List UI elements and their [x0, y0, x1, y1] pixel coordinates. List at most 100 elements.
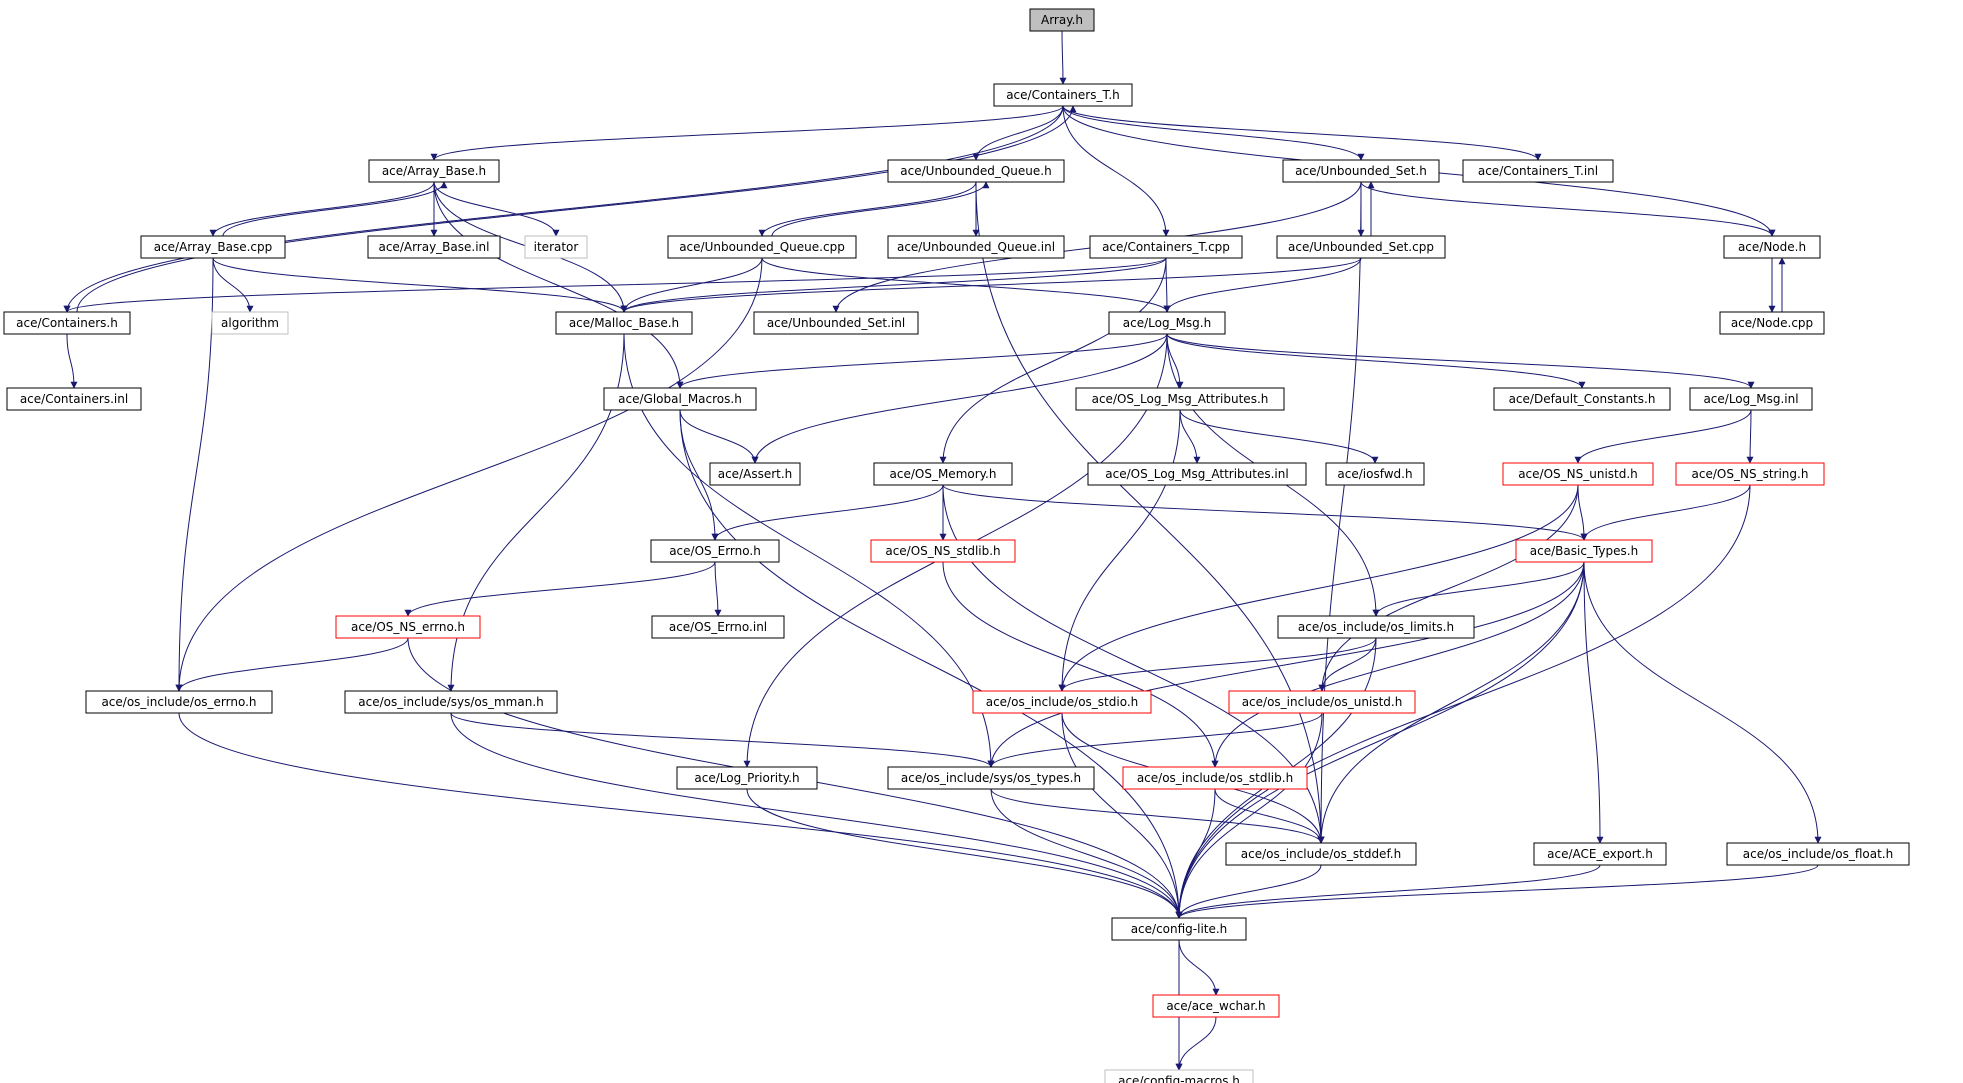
edge-containers_t_cpp-to-containers_h: [63, 257, 1167, 313]
node-containers-t-inl[interactable]: ace/Containers_T.inl: [1462, 159, 1614, 183]
edge-ace_wchar_h-to-config_macros_h: [1175, 1016, 1217, 1071]
node-config-macros-h[interactable]: ace/config-macros.h: [1104, 1069, 1254, 1083]
node-unbounded-set-cpp[interactable]: ace/Unbounded_Set.cpp: [1276, 235, 1446, 259]
node-os-include-os-errno-h[interactable]: ace/os_include/os_errno.h: [85, 690, 273, 714]
node-box: [211, 311, 289, 335]
node-box: [887, 235, 1065, 259]
node-containers-t-h[interactable]: ace/Containers_T.h: [993, 83, 1133, 107]
node-containers-t-cpp[interactable]: ace/Containers_T.cpp: [1089, 235, 1243, 259]
node-config-lite-h[interactable]: ace/config-lite.h: [1111, 917, 1247, 941]
node-label: ace/os_include/os_stdlib.h: [1137, 771, 1293, 785]
node-os-ns-string-h[interactable]: ace/OS_NS_string.h: [1675, 462, 1825, 486]
node-malloc-base-h[interactable]: ace/Malloc_Base.h: [555, 311, 693, 335]
node-unbounded-queue-h[interactable]: ace/Unbounded_Queue.h: [887, 159, 1065, 183]
node-containers-h[interactable]: ace/Containers.h: [3, 311, 131, 335]
node-containers-inl[interactable]: ace/Containers.inl: [6, 387, 142, 411]
node-array-base-cpp[interactable]: ace/Array_Base.cpp: [140, 235, 286, 259]
node-array-base-inl[interactable]: ace/Array_Base.inl: [367, 235, 501, 259]
node-unbounded-set-h[interactable]: ace/Unbounded_Set.h: [1282, 159, 1440, 183]
node-os-include-os-limits-h[interactable]: ace/os_include/os_limits.h: [1277, 615, 1475, 639]
node-label: ace/Unbounded_Set.h: [1295, 164, 1427, 178]
node-os-log-msg-attributes-inl[interactable]: ace/OS_Log_Msg_Attributes.inl: [1087, 462, 1307, 486]
node-box: [1719, 311, 1825, 335]
node-os-memory-h[interactable]: ace/OS_Memory.h: [873, 462, 1013, 486]
node-label: ace/os_include/os_float.h: [1743, 847, 1893, 861]
node-box: [140, 235, 286, 259]
node-os-include-os-stdlib-h[interactable]: ace/os_include/os_stdlib.h: [1122, 766, 1308, 790]
node-label: ace/Array_Base.inl: [378, 240, 489, 254]
node-os-errno-inl[interactable]: ace/OS_Errno.inl: [651, 615, 785, 639]
edge-os_errno_h-to-os_errno_inl: [714, 561, 722, 617]
node-os-include-sys-os-mman-h[interactable]: ace/os_include/sys/os_mman.h: [344, 690, 558, 714]
node-array-h[interactable]: Array.h: [1029, 8, 1095, 32]
node-log-priority-h[interactable]: ace/Log_Priority.h: [676, 766, 818, 790]
node-os-ns-unistd-h[interactable]: ace/OS_NS_unistd.h: [1502, 462, 1654, 486]
node-os-errno-h[interactable]: ace/OS_Errno.h: [650, 539, 780, 563]
node-box: [1689, 387, 1813, 411]
node-iosfwd-h[interactable]: ace/iosfwd.h: [1325, 462, 1425, 486]
node-label: ace/os_include/os_errno.h: [101, 695, 256, 709]
node-label: ace/OS_Log_Msg_Attributes.inl: [1105, 467, 1288, 481]
node-unbounded-set-inl[interactable]: ace/Unbounded_Set.inl: [753, 311, 919, 335]
edge-basic_types_h-to-os_include_os_float_h: [1583, 561, 1822, 844]
node-label: ace/Assert.h: [718, 467, 793, 481]
node-unbounded-queue-inl[interactable]: ace/Unbounded_Queue.inl: [887, 235, 1065, 259]
node-box: [1675, 462, 1825, 486]
node-label: ace/OS_NS_string.h: [1692, 467, 1809, 481]
node-default-constants-h[interactable]: ace/Default_Constants.h: [1493, 387, 1671, 411]
node-os-ns-stdlib-h[interactable]: ace/OS_NS_stdlib.h: [870, 539, 1016, 563]
node-label: ace/Default_Constants.h: [1509, 392, 1656, 406]
node-unbounded-queue-cpp[interactable]: ace/Unbounded_Queue.cpp: [667, 235, 857, 259]
edge-os_include_sys_os_mman_h-to-os_include_sys_os_types_h: [450, 712, 995, 768]
edge-containers_t_h-to-containers_t_inl: [1062, 105, 1542, 161]
node-os-include-os-stddef-h[interactable]: ace/os_include/os_stddef.h: [1225, 842, 1417, 866]
node-label: ace/Unbounded_Set.cpp: [1288, 240, 1434, 254]
node-os-include-os-unistd-h[interactable]: ace/os_include/os_unistd.h: [1228, 690, 1416, 714]
node-label: ace/Containers_T.cpp: [1102, 240, 1230, 254]
node-label: ace/ACE_export.h: [1547, 847, 1653, 861]
node-box: [870, 539, 1016, 563]
node-box: [1108, 311, 1226, 335]
node-ace-export-h[interactable]: ace/ACE_export.h: [1533, 842, 1667, 866]
node-node-h[interactable]: ace/Node.h: [1723, 235, 1821, 259]
node-box: [1277, 615, 1475, 639]
node-box: [335, 615, 481, 639]
node-global-macros-h[interactable]: ace/Global_Macros.h: [603, 387, 757, 411]
node-ace-wchar-h[interactable]: ace/ace_wchar.h: [1152, 994, 1280, 1018]
edge-os_ns_errno_h-to-os_include_os_errno_h: [175, 637, 409, 692]
node-label: ace/config-lite.h: [1131, 922, 1228, 936]
node-basic-types-h[interactable]: ace/Basic_Types.h: [1515, 539, 1653, 563]
node-node-cpp[interactable]: ace/Node.cpp: [1719, 311, 1825, 335]
node-box: [887, 766, 1095, 790]
edge-array_base_h-to-global_macros_h: [433, 181, 684, 389]
edge-array_base_cpp-to-array_base_h: [222, 181, 448, 237]
node-os-include-os-stdio-h[interactable]: ace/os_include/os_stdio.h: [972, 690, 1152, 714]
edge-containers_h-to-containers_inl: [66, 333, 78, 389]
node-log-msg-inl[interactable]: ace/Log_Msg.inl: [1689, 387, 1813, 411]
node-os-log-msg-attributes-h[interactable]: ace/OS_Log_Msg_Attributes.h: [1075, 387, 1285, 411]
node-algorithm[interactable]: algorithm: [211, 311, 289, 335]
node-box: [1225, 842, 1417, 866]
node-log-msg-h[interactable]: ace/Log_Msg.h: [1108, 311, 1226, 335]
node-iterator[interactable]: iterator: [524, 235, 588, 259]
node-box: [603, 387, 757, 411]
node-os-include-os-float-h[interactable]: ace/os_include/os_float.h: [1726, 842, 1910, 866]
node-assert-h[interactable]: ace/Assert.h: [709, 462, 801, 486]
node-array-base-h[interactable]: ace/Array_Base.h: [368, 159, 500, 183]
node-label: ace/Unbounded_Queue.h: [900, 164, 1051, 178]
node-label: ace/os_include/os_stddef.h: [1241, 847, 1401, 861]
edge-unbounded_set_h-to-node_h: [1360, 181, 1776, 237]
node-label: ace/iosfwd.h: [1337, 467, 1412, 481]
edge-os_memory_h-to-os_errno_h: [711, 484, 944, 541]
node-label: ace/OS_Errno.h: [669, 544, 761, 558]
edge-unbounded_set_h-to-os_include_os_stddef_h: [1317, 181, 1362, 844]
edge-log_msg_h-to-default_constants_h: [1166, 333, 1586, 389]
edge-basic_types_h-to-os_include_sys_os_types_h: [987, 561, 1585, 768]
node-label: ace/Basic_Types.h: [1530, 544, 1638, 558]
node-label: ace/OS_NS_errno.h: [351, 620, 465, 634]
node-label: ace/os_include/sys/os_types.h: [901, 771, 1081, 785]
node-os-include-sys-os-types-h[interactable]: ace/os_include/sys/os_types.h: [887, 766, 1095, 790]
node-os-ns-errno-h[interactable]: ace/OS_NS_errno.h: [335, 615, 481, 639]
node-box: [344, 690, 558, 714]
